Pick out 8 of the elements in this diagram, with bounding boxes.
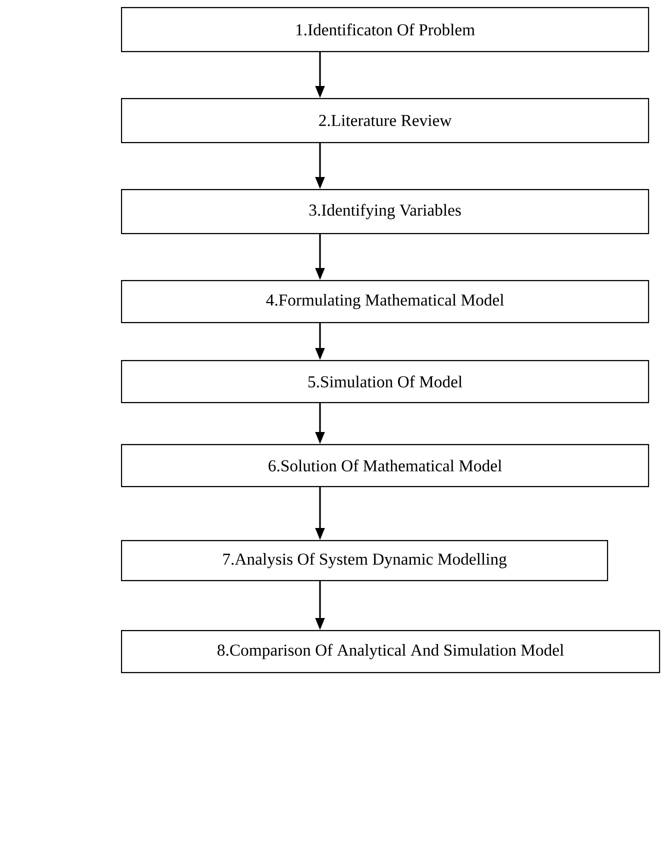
process-box: 6.Solution Of Mathematical Model [121, 444, 650, 488]
process-box: 7.Analysis Of System Dynamic Modelling [121, 540, 608, 582]
process-box: 3.Identifying Variables [121, 189, 650, 234]
process-box: 4.Formulating Mathematical Model [121, 280, 650, 324]
process-box: 5.Simulation Of Model [121, 360, 650, 404]
process-box: 1.Identificaton Of Problem [121, 7, 650, 52]
process-box: 8.Comparison Of Analytical And Simulation Model [121, 630, 660, 674]
process-box: 2.Literature Review [121, 98, 650, 144]
